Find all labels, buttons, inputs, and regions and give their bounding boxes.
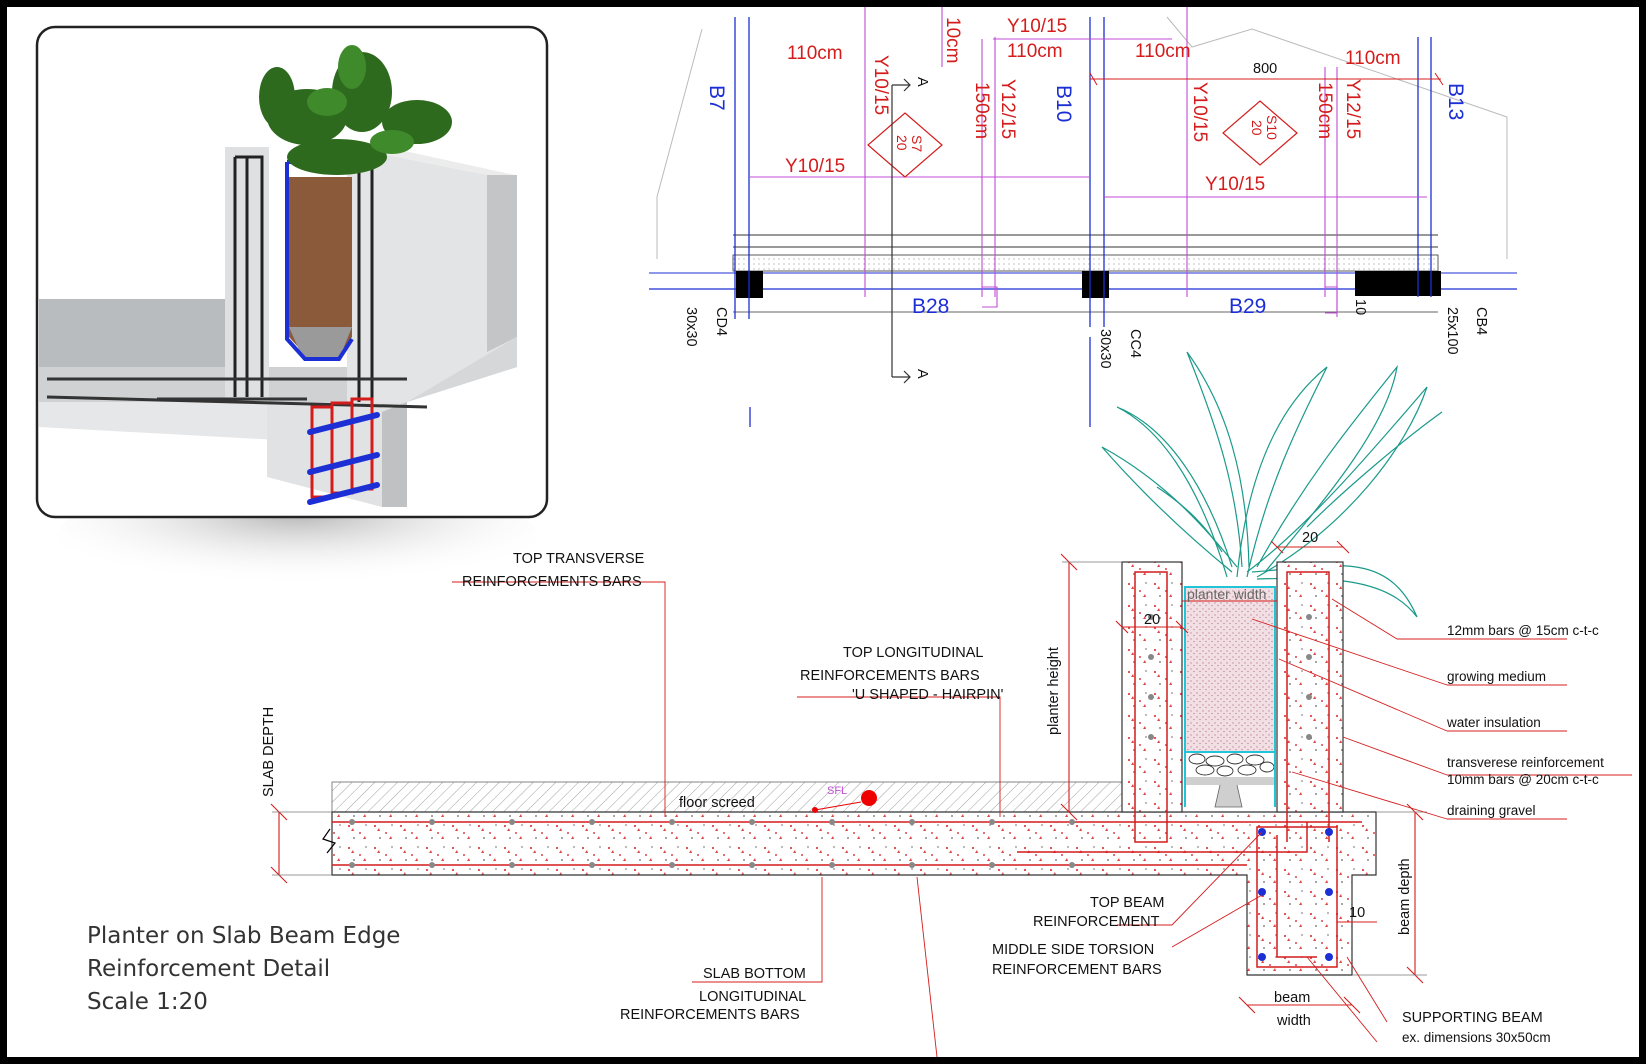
- plan-beam-b13: B13: [1444, 83, 1467, 120]
- label-beam-depth: beam depth: [1397, 858, 1413, 935]
- section-view: TOP TRANSVERSE REINFORCEMENTS BARS TOP L…: [261, 351, 1632, 1058]
- label-top-longitudinal-3: 'U SHAPED - HAIRPIN': [852, 687, 1004, 703]
- plan-slab-s10-name: S10: [1264, 115, 1280, 140]
- label-top-beam-2: REINFORCEMENT: [1033, 914, 1160, 930]
- plan-dim-800: 800: [1253, 61, 1277, 77]
- plan-beam-b29: B29: [1229, 295, 1266, 318]
- label-top-longitudinal-1: TOP LONGITUDINAL: [843, 645, 983, 661]
- label-top-transverse-2: REINFORCEMENTS BARS: [462, 574, 642, 590]
- plan-slab-band: [732, 254, 1439, 272]
- plan-rebar-6: Y12/15: [1342, 79, 1363, 139]
- title-block: Planter on Slab Beam Edge Reinforcement …: [87, 923, 400, 1015]
- section-growing-medium: [1184, 586, 1276, 753]
- label-beam-width-1: beam: [1274, 990, 1310, 1006]
- plan-dim-10cut: 10cm: [942, 17, 963, 63]
- dim-beam-cover-10: 10: [1349, 905, 1365, 921]
- callout-10mm-bars: 10mm bars @ 20cm c-t-c: [1447, 772, 1599, 787]
- drawing-sheet: 110cm 110cm 110cm 110cm 800 Y10/15 Y10/1…: [7, 7, 1639, 1058]
- section-slab-beam: [331, 811, 1377, 976]
- label-slab-depth: SLAB DEPTH: [261, 707, 277, 797]
- label-planter-height: planter height: [1046, 647, 1062, 735]
- plan-dim-110-b: 110cm: [1007, 41, 1063, 62]
- plan-rebar-2: Y10/15: [870, 55, 891, 115]
- plan-column-cd4-size: 30x30: [683, 307, 699, 347]
- label-torsion-1: MIDDLE SIDE TORSION: [992, 942, 1154, 958]
- title-line-3: Scale 1:20: [87, 989, 208, 1015]
- label-supporting-beam-2: ex. dimensions 30x50cm: [1402, 1030, 1551, 1045]
- plan-column-cb4-name: CB4: [1473, 307, 1489, 335]
- label-torsion-2: REINFORCEMENT BARS: [992, 962, 1162, 978]
- plan-rebar-4: Y10/15: [1189, 82, 1210, 142]
- plan-beam-b7: B7: [705, 85, 728, 111]
- plan-section-mark-top: A: [914, 77, 930, 87]
- label-beam-width-2: width: [1276, 1013, 1311, 1029]
- title-line-1: Planter on Slab Beam Edge: [87, 923, 400, 949]
- label-top-transverse-1: TOP TRANSVERSE: [513, 551, 645, 567]
- label-top-longitudinal-2: REINFORCEMENTS BARS: [800, 668, 980, 684]
- plan-beam-b28: B28: [912, 295, 949, 318]
- callout-12mm-bars: 12mm bars @ 15cm c-t-c: [1447, 623, 1599, 638]
- plan-column-cc4-name: CC4: [1127, 329, 1143, 358]
- section-floor-screed: [331, 781, 1128, 813]
- plan-rebar-5: Y10/15: [785, 156, 845, 177]
- label-slab-bottom-3: REINFORCEMENTS BARS: [620, 1007, 800, 1023]
- section-gravel: [1188, 753, 1275, 777]
- plan-dim-150-b: 150cm: [1314, 82, 1335, 139]
- iso-model: [39, 45, 517, 507]
- label-slab-bottom-2: LONGITUDINAL: [699, 989, 806, 1005]
- plan-column-cc4: [1082, 271, 1109, 298]
- plan-dim-150-a: 150cm: [971, 82, 992, 139]
- plan-column-cb4: [1355, 271, 1441, 296]
- section-planter-right-wall: [1276, 561, 1344, 813]
- plan-slab-s10-thk: 20: [1249, 120, 1265, 136]
- plan-view: 110cm 110cm 110cm 110cm 800 Y10/15 Y10/1…: [649, 7, 1517, 427]
- callout-growing-medium: growing medium: [1447, 669, 1546, 684]
- sfl-marker-icon: [861, 790, 877, 806]
- plan-column-cd4-name: CD4: [713, 307, 729, 336]
- plan-dim-110-d: 110cm: [1345, 48, 1401, 69]
- label-top-beam-1: TOP BEAM: [1090, 895, 1164, 911]
- dim-wall-left-20: 20: [1144, 612, 1160, 628]
- callout-transverse-reinforcement: transverese reinforcement: [1447, 755, 1604, 770]
- title-line-2: Reinforcement Detail: [87, 956, 330, 982]
- drawing-canvas: 110cm 110cm 110cm 110cm 800 Y10/15 Y10/1…: [35, 7, 1632, 1058]
- plan-column-cb4-size: 25x100: [1444, 307, 1460, 355]
- callout-water-insulation: water insulation: [1446, 715, 1541, 730]
- plan-slab-s7-thk: 20: [894, 135, 910, 151]
- plan-column-cc4-size: 30x30: [1097, 329, 1113, 369]
- label-supporting-beam-1: SUPPORTING BEAM: [1402, 1010, 1543, 1026]
- plan-section-mark-bottom: A: [914, 369, 930, 379]
- plan-rebar-3: Y12/15: [997, 79, 1018, 139]
- plan-dim-110-a: 110cm: [787, 43, 843, 64]
- plan-rebar-7: Y10/15: [1205, 174, 1265, 195]
- iso-view: [35, 25, 549, 597]
- label-planter-width: planter width: [1187, 586, 1266, 602]
- plan-beam-b10: B10: [1052, 85, 1075, 122]
- callout-draining-gravel: draining gravel: [1447, 803, 1536, 818]
- plan-dim-10: 10: [1352, 299, 1368, 315]
- section-planter-left-wall: [1121, 561, 1183, 813]
- plan-slab-s7-name: S7: [909, 135, 925, 152]
- label-slab-bottom-1: SLAB BOTTOM: [703, 966, 806, 982]
- dim-wall-right-20: 20: [1302, 530, 1318, 546]
- label-floor-screed: floor screed: [679, 795, 755, 811]
- label-sfl: SFL: [827, 785, 847, 797]
- plan-rebar-1: Y10/15: [1007, 16, 1067, 37]
- plan-dim-110-c: 110cm: [1135, 41, 1191, 62]
